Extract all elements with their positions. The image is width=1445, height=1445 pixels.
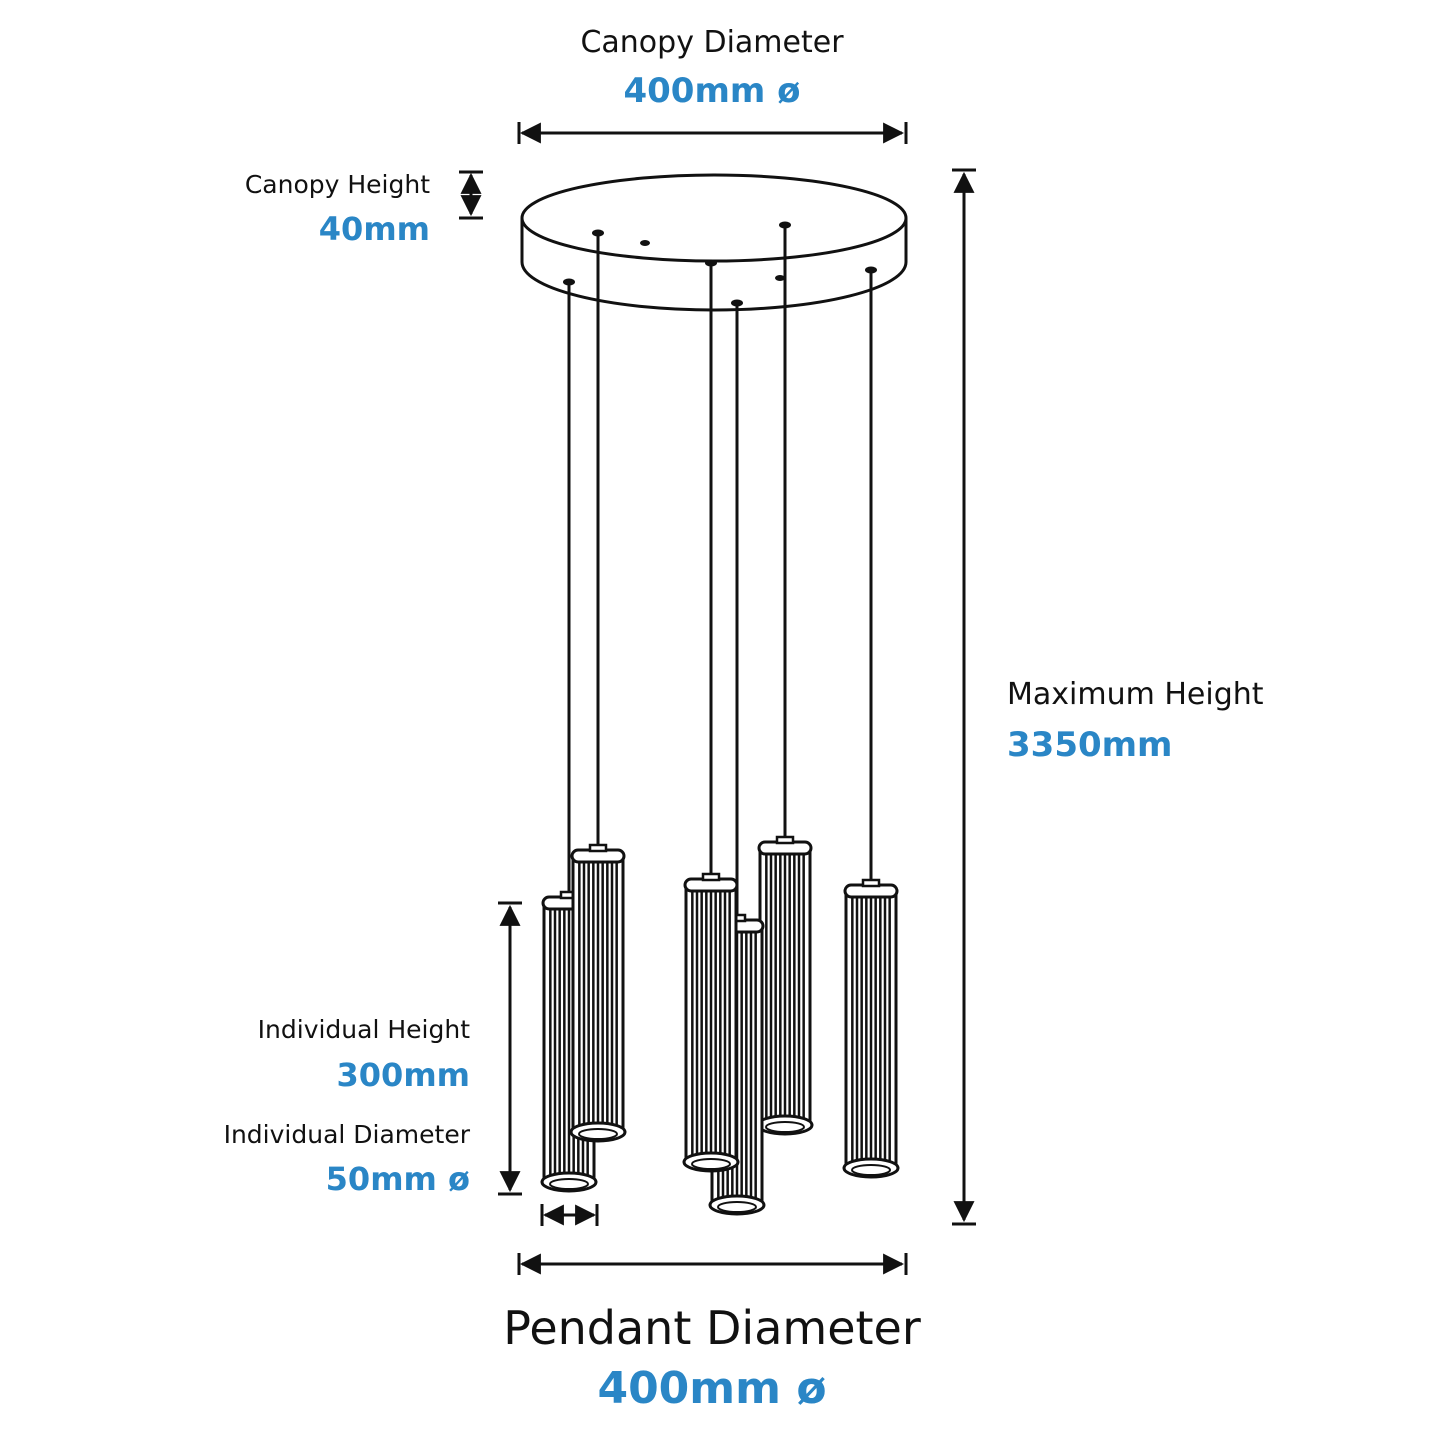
individual-height-dimension xyxy=(498,901,522,1196)
pendant-diameter-dimension xyxy=(517,1253,908,1275)
individual-diameter-value: 50mm ø xyxy=(325,1160,470,1198)
individual-height-label: Individual Height xyxy=(257,1015,470,1044)
maximum-height-value: 3350mm xyxy=(1007,725,1173,765)
pendant-diameter-label: Pendant Diameter xyxy=(503,1301,921,1355)
pendant-diameter-value: 400mm ø xyxy=(597,1363,827,1414)
pendant-light xyxy=(756,221,814,1136)
maximum-height-label: Maximum Height xyxy=(1007,677,1264,712)
canopy-diameter-label: Canopy Diameter xyxy=(580,25,844,60)
canopy-height-value: 40mm xyxy=(318,210,430,248)
canopy-height-label: Canopy Height xyxy=(244,170,430,199)
individual-diameter-dimension xyxy=(540,1204,599,1226)
maximum-height-dimension xyxy=(952,168,976,1226)
canopy xyxy=(520,173,908,312)
individual-diameter-label: Individual Diameter xyxy=(223,1120,470,1149)
pendant-lights xyxy=(540,221,900,1216)
canopy-diameter-value: 400mm ø xyxy=(623,71,801,111)
pendant-light xyxy=(569,229,627,1143)
individual-height-value: 300mm xyxy=(336,1056,470,1094)
canopy-diameter-dimension xyxy=(517,122,908,144)
pendant-light xyxy=(842,266,900,1179)
pendant-light xyxy=(682,259,740,1173)
canopy-height-dimension xyxy=(459,170,483,220)
